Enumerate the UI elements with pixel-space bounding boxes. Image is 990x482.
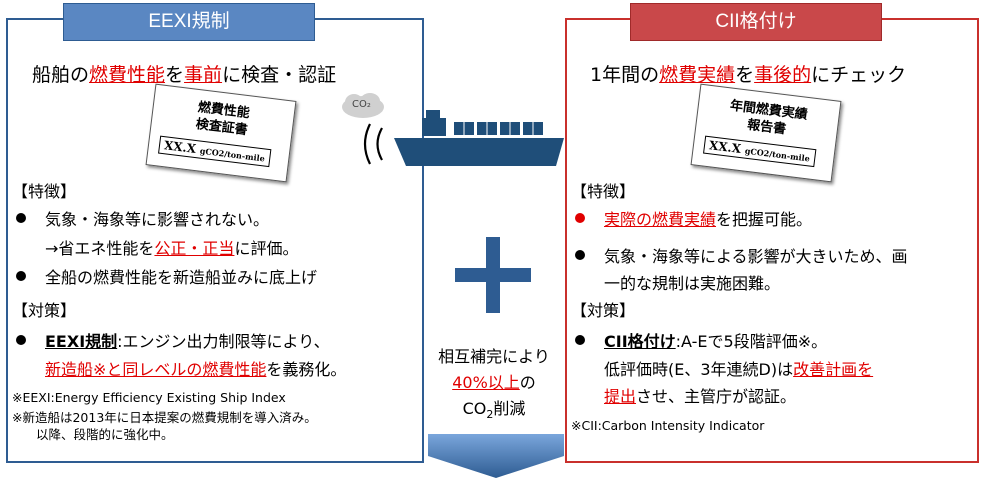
mutual-complement-text: 相互補完により: [438, 347, 550, 366]
co2-cloud-icon: CO₂: [340, 92, 386, 120]
bullet-icon: [16, 271, 26, 281]
eexi-title: 船舶の燃費性能を事前に検査・認証: [32, 64, 337, 86]
cii-report: 年間燃費実績 報告書 XX.X gCO2/ton-mile: [690, 83, 842, 183]
eexi-measure-1b: 新造船※と同レベルの燃費性能を義務化。: [45, 360, 347, 379]
eexi-feature-1b: →省エネ性能を公正・正当に評価。: [45, 239, 299, 258]
cii-feature-1: 実際の燃費実績を把握可能。: [604, 210, 813, 229]
cii-measure-1c: 提出させ、主管庁が認証。: [604, 387, 797, 406]
eexi-header: EEXI規制: [63, 3, 315, 41]
cii-measure-1: CII格付け:A-Eで5段階評価※。: [604, 332, 828, 351]
cii-note-1: ※CII:Carbon Intensity Indicator: [571, 418, 765, 433]
eexi-measure-head: 【対策】: [12, 301, 77, 320]
reduction-target: 40%以上の: [452, 373, 536, 392]
eexi-note-3: 以降、段階的に強化中。: [36, 427, 174, 442]
eexi-note-1: ※EEXI:Energy Efficiency Existing Ship In…: [12, 390, 286, 405]
eexi-measure-1: EEXI規制:エンジン出力制限等により、: [45, 332, 330, 351]
ship-icon: [392, 108, 572, 174]
eexi-feature-2: 全船の燃費性能を新造船並みに底上げ: [45, 268, 318, 287]
bullet-icon: [16, 335, 26, 345]
cii-measure-1b: 低評価時(E、3年連続D)は改善計画を: [604, 360, 874, 379]
cii-feature-2a: 気象・海象等による影響が大きいため、画: [604, 247, 908, 266]
eexi-note-2: ※新造船は2013年に日本提案の燃費規制を導入済み。: [12, 410, 317, 425]
eexi-feature-head: 【特徴】: [12, 182, 77, 201]
down-arrow-icon: [428, 434, 564, 482]
eexi-feature-1: 気象・海象等に影響されない。: [45, 210, 270, 229]
cii-measure-head: 【対策】: [571, 301, 636, 320]
emission-waves-icon: [358, 122, 388, 170]
eexi-certificate: 燃費性能 検査証書 XX.X gCO2/ton-mile: [145, 83, 297, 183]
plus-icon: [455, 237, 531, 317]
bullet-icon: [575, 335, 585, 345]
bullet-icon: [575, 213, 585, 223]
cii-title: 1年間の燃費実績を事後的にチェック: [590, 64, 907, 86]
cii-header: CII格付け: [630, 3, 882, 41]
co2-reduction-label: CO2削減: [462, 399, 526, 422]
cii-feature-2b: 一的な規制は実施困難。: [604, 274, 781, 293]
bullet-icon: [575, 250, 585, 260]
bullet-icon: [16, 213, 26, 223]
cii-feature-head: 【特徴】: [571, 182, 636, 201]
